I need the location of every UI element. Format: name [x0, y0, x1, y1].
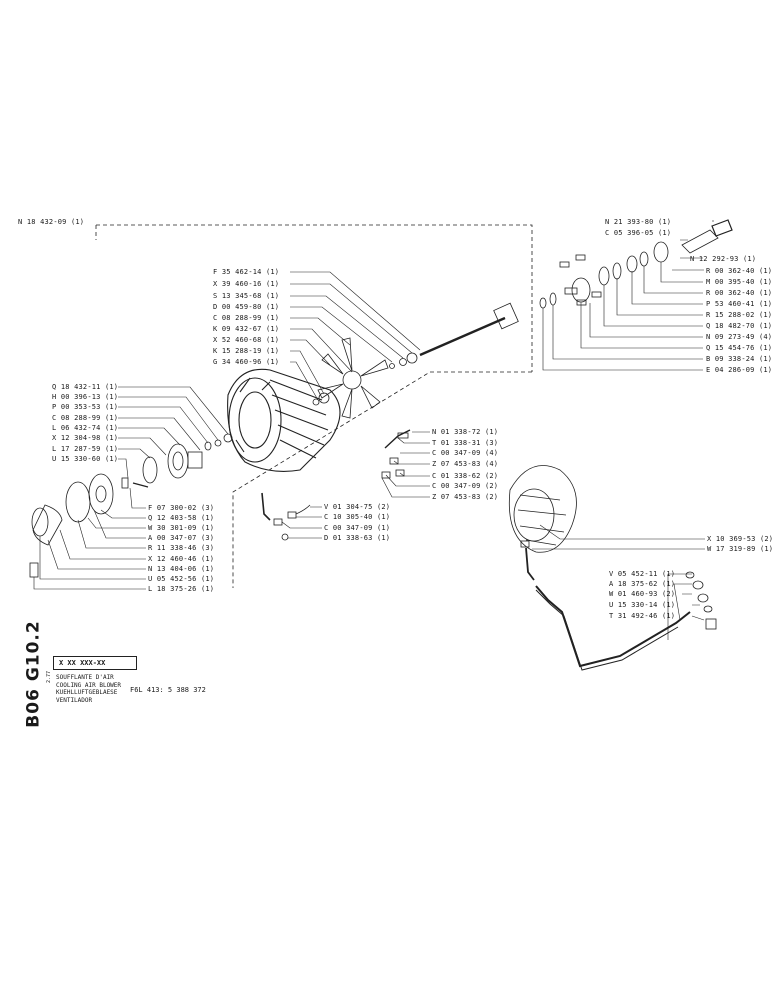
- blower-housing: [227, 368, 341, 472]
- part-label: Q 15 454-76 (1): [706, 344, 772, 352]
- part-label: A 00 347-07 (3): [148, 534, 215, 542]
- part-label: N 12 292-93 (1): [690, 255, 757, 263]
- part-label: X 12 304-98 (1): [52, 434, 119, 442]
- part-label: T 01 338-31 (3): [432, 439, 499, 447]
- part-label: D 01 338-63 (1): [324, 534, 391, 542]
- part-label: W 01 460-93 (2): [609, 590, 676, 598]
- part-label: Z 07 453-83 (2): [432, 493, 499, 501]
- part-label: E 04 286-09 (1): [706, 366, 772, 374]
- part-label: X 39 460-16 (1): [213, 280, 280, 288]
- part-label: F 07 300-02 (3): [148, 504, 215, 512]
- part-label: B 09 338-24 (1): [706, 355, 772, 363]
- part-label: R 00 362-40 (1): [706, 289, 772, 297]
- part-label: L 18 375-26 (1): [148, 585, 215, 593]
- title-fr: SOUFFLANTE D'AIR: [56, 674, 114, 681]
- part-label: Q 12 403-58 (1): [148, 514, 215, 522]
- part-label: C 00 347-09 (4): [432, 449, 499, 457]
- part-label: Q 18 432-11 (1): [52, 383, 119, 391]
- part-label: W 30 301-09 (1): [148, 524, 215, 532]
- part-label: N 01 338-72 (1): [432, 428, 499, 436]
- leaders-middle: [281, 431, 430, 539]
- date-note: 2.77: [46, 670, 53, 684]
- part-label: X 10 369-53 (2): [707, 535, 772, 543]
- part-label: C 10 305-40 (1): [324, 513, 391, 521]
- part-label: N 21 393-80 (1): [605, 218, 672, 226]
- shaft-assembly: [389, 219, 733, 369]
- title-de: KUEHLLUFTGEBLAESE: [56, 689, 118, 696]
- engine-reference: F6L 413: 5 388 372: [130, 686, 206, 694]
- part-label: N 13 404-06 (1): [148, 565, 215, 573]
- part-label: X 12 460-46 (1): [148, 555, 215, 563]
- part-label: H 00 396-13 (1): [52, 393, 119, 401]
- part-label: L 17 287-59 (1): [52, 445, 119, 453]
- part-label: G 34 460-96 (1): [213, 358, 280, 366]
- leaders-shroud-pipe: [532, 524, 705, 640]
- title-en: COOLING AIR BLOWER: [56, 681, 122, 689]
- fan-impeller: [312, 337, 389, 419]
- part-label: R 15 288-02 (1): [706, 311, 772, 319]
- part-label: V 01 304-75 (2): [324, 503, 391, 511]
- part-label: R 00 362-40 (1): [706, 267, 772, 275]
- part-label: K 15 288-19 (1): [213, 347, 280, 355]
- part-label: C 05 396-05 (1): [605, 229, 672, 237]
- sheet-code-text: B06 G10.2: [23, 620, 44, 728]
- part-label: P 53 460-41 (1): [706, 300, 772, 308]
- part-label: L 06 432-74 (1): [52, 424, 119, 432]
- part-label: U 05 452-56 (1): [148, 575, 215, 583]
- part-label: D 00 459-80 (1): [213, 303, 280, 311]
- part-label: C 08 288-99 (1): [213, 314, 280, 322]
- leaders-center: [290, 271, 421, 401]
- part-label: S 13 345-68 (1): [213, 292, 280, 300]
- part-label: Z 07 453-83 (4): [432, 460, 499, 468]
- title-es: VENTILADOR: [56, 696, 93, 704]
- part-label: U 15 330-14 (1): [609, 601, 676, 609]
- part-label: C 01 338-62 (2): [432, 472, 499, 480]
- part-label: U 15 330-60 (1): [52, 455, 119, 463]
- shroud-and-pipe: [508, 465, 717, 671]
- sheet-code: B06 G10.2: [10, 620, 44, 727]
- part-label: F 35 462-14 (1): [213, 268, 280, 276]
- middle-hoses: [261, 429, 411, 541]
- dashed-frame: [95, 224, 533, 372]
- part-label: K 09 432-67 (1): [213, 325, 280, 333]
- part-number-box-text: X XX XXX-XX: [59, 659, 106, 667]
- leaders-left: [118, 386, 229, 479]
- dashed-link-lower: [232, 371, 532, 588]
- part-label: P 00 353-53 (1): [52, 403, 119, 411]
- leaders-lower-left: [33, 487, 146, 590]
- part-label: W 17 319-89 (1): [707, 545, 772, 553]
- part-label: N 09 273-49 (4): [706, 333, 772, 341]
- part-label: M 00 395-40 (1): [706, 278, 772, 286]
- part-label: C 00 347-09 (2): [432, 482, 499, 490]
- part-number-box: X XX XXX-XX: [53, 656, 137, 670]
- frame-label: N 18 432-09 (1): [18, 218, 85, 226]
- leaders-right: [542, 220, 714, 371]
- part-label: C 00 347-09 (1): [324, 524, 391, 532]
- part-label: R 11 338-46 (3): [148, 544, 215, 552]
- part-label: Q 18 482-70 (1): [706, 322, 772, 330]
- part-label: T 31 492-46 (1): [609, 612, 676, 620]
- sheet-titles: SOUFFLANTE D'AIR COOLING AIR BLOWER KUEH…: [56, 674, 121, 704]
- part-label: A 18 375-62 (1): [609, 580, 676, 588]
- part-label: V 05 452-11 (1): [609, 570, 676, 578]
- part-label: X 52 460-68 (1): [213, 336, 280, 344]
- part-label: C 08 288-99 (1): [52, 414, 119, 422]
